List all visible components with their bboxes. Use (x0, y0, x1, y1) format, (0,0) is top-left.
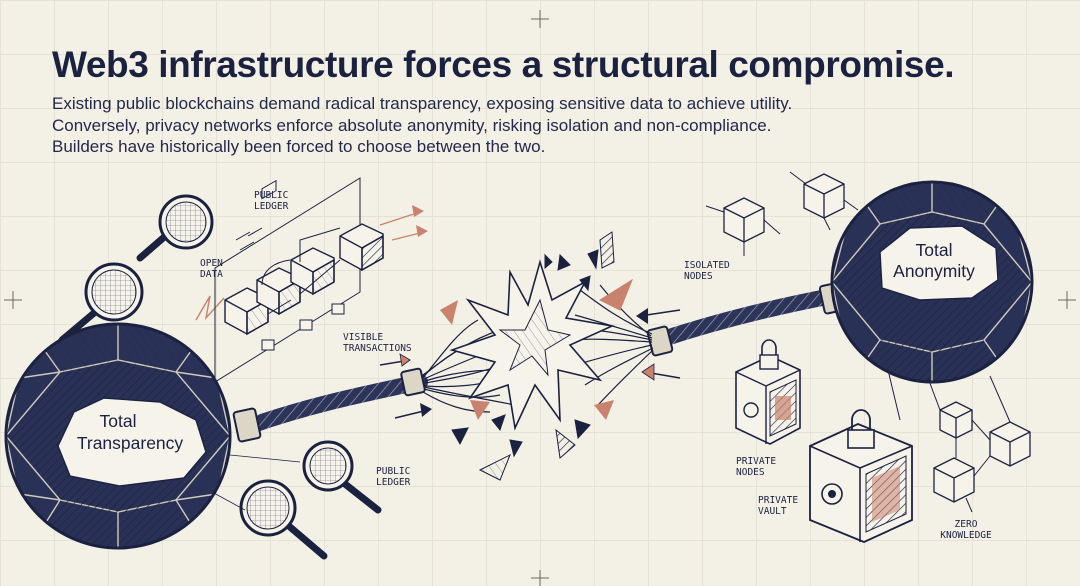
label-visible-transactions-2: TRANSACTIONS (343, 343, 412, 354)
label-zero-knowledge-2: KNOWLEDGE (940, 530, 992, 541)
zk-cube-2 (989, 421, 1031, 467)
label-private-vault-1: PRIVATE (758, 495, 798, 506)
label-private-nodes-1: PRIVATE (736, 456, 776, 467)
ledger-block-4 (339, 223, 384, 272)
label-open-data-1: OPEN (200, 258, 223, 269)
ledger-block-3 (290, 247, 335, 296)
ledger-cubes (224, 223, 384, 351)
debris-shards (440, 231, 634, 481)
magnifier-icon-3 (302, 440, 382, 514)
label-public-ledger-bottom-1: PUBLIC (376, 466, 410, 477)
intro-line-3: Builders have historically been forced t… (52, 137, 546, 156)
anonymity-title-line-1: Total (916, 240, 953, 260)
label-open-data-2: DATA (200, 269, 223, 280)
label-private-vault-2: VAULT (758, 506, 787, 517)
intro-line-1: Existing public blockchains demand radic… (52, 94, 793, 113)
rope-right (646, 281, 848, 357)
magnifier-icon-4 (239, 479, 328, 560)
label-private-nodes-2: NODES (736, 467, 765, 478)
magnifier-icon-2 (58, 262, 144, 344)
motion-arrows (195, 205, 681, 419)
private-vault-safe (809, 409, 913, 543)
label-public-ledger-top-1: PUBLIC (254, 190, 288, 201)
zk-cube-3 (933, 457, 975, 503)
ledger-block-2 (256, 267, 301, 316)
public-ledger-panel (214, 177, 361, 383)
transparency-title-line-1: Total (100, 411, 137, 431)
private-node-safe (735, 339, 801, 445)
transparency-title-line-2: Transparency (77, 433, 184, 453)
magnifier-icon-1 (136, 194, 214, 262)
crosshair-marks (4, 10, 1076, 586)
intro-text: Existing public blockchains demand radic… (52, 93, 872, 158)
isolated-node-cubes (705, 171, 859, 256)
zero-knowledge-cubes (887, 369, 1031, 513)
label-zero-knowledge-1: ZERO (955, 519, 978, 530)
zk-cube-1 (939, 401, 973, 439)
anonymity-title-line-2: Anonymity (893, 261, 975, 281)
snap-explosion (449, 259, 615, 431)
page-title: Web3 infrastructure forces a structural … (52, 44, 955, 85)
label-visible-transactions-1: VISIBLE (343, 332, 383, 343)
isolated-node-1 (723, 197, 765, 243)
intro-line-2: Conversely, privacy networks enforce abs… (52, 115, 772, 135)
label-isolated-nodes-1: ISOLATED (684, 260, 730, 271)
label-public-ledger-top-2: LEDGER (254, 201, 289, 212)
label-public-ledger-bottom-2: LEDGER (376, 477, 411, 488)
rope-left (232, 367, 428, 443)
label-isolated-nodes-2: NODES (684, 271, 713, 282)
anonymity-sphere (830, 180, 1034, 384)
isolated-node-2 (803, 173, 845, 219)
diagram-labels: PUBLIC LEDGER OPEN DATA VISIBLE TRANSACT… (200, 190, 992, 541)
